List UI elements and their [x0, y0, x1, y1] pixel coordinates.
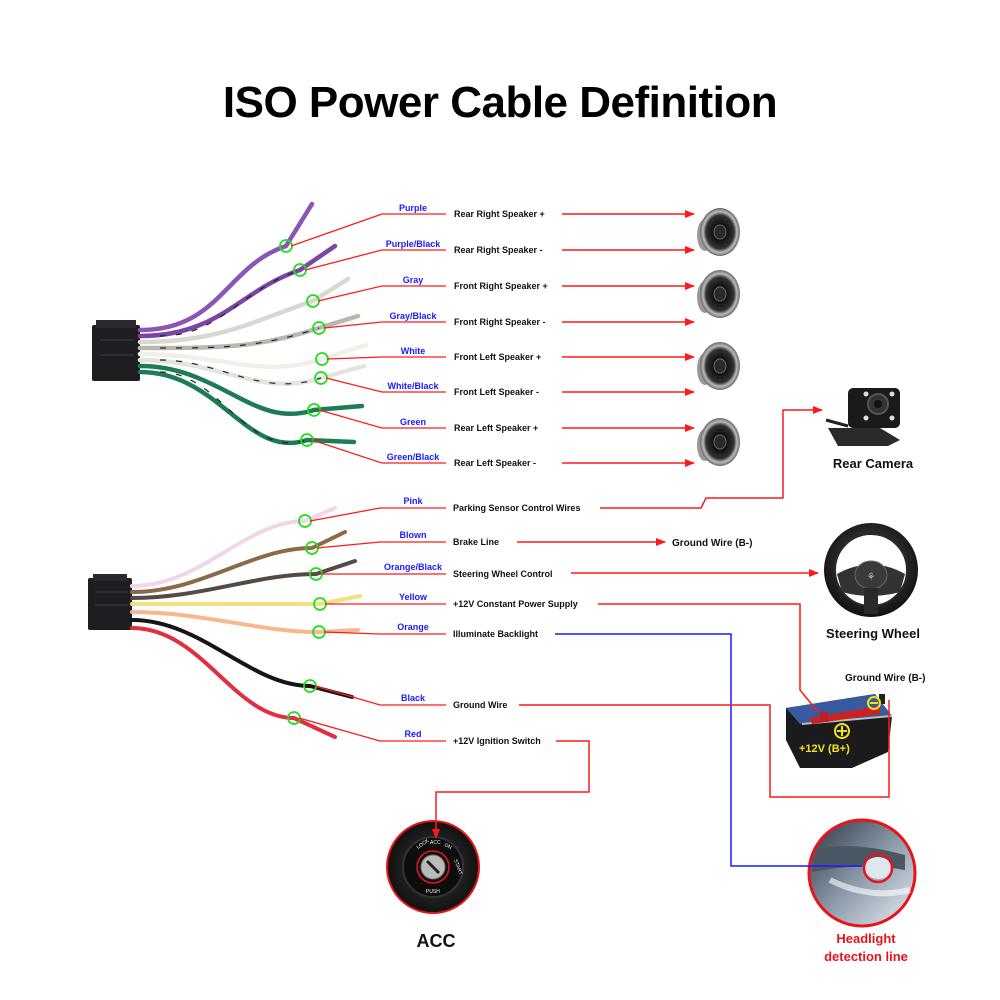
wire-function-label: +12V Constant Power Supply — [453, 599, 578, 609]
steering-wheel-icon: ⚘ — [824, 523, 918, 617]
parking-sensor-lead — [600, 406, 823, 509]
wire-function-label: Front Right Speaker - — [454, 317, 546, 327]
wire — [130, 618, 354, 699]
wire — [137, 363, 365, 417]
constant-power-lead — [598, 603, 819, 713]
wire-lead-line — [323, 321, 446, 329]
wire-color-label: Gray/Black — [389, 311, 437, 321]
wire-function-label: Rear Right Speaker + — [454, 209, 545, 219]
wire-function-label: Front Right Speaker + — [454, 281, 548, 291]
ignition-on-mark: ON — [443, 842, 453, 851]
wire-lead-line — [325, 377, 446, 393]
wire-function-label: Rear Left Speaker + — [454, 423, 538, 433]
wire-color-label: Blown — [400, 530, 427, 540]
wire-color-label: Gray — [403, 275, 424, 285]
wire-lead-line — [290, 213, 446, 247]
wire-color-label: Orange — [397, 622, 429, 632]
headlight-label-line2: detection line — [824, 949, 908, 964]
wire-lead-line — [304, 249, 446, 271]
brake-ground-label: Ground Wire (B-) — [672, 538, 752, 549]
wire — [130, 626, 337, 739]
speaker-icon — [697, 270, 740, 318]
wire-stripe — [159, 359, 322, 385]
wire-stripe — [159, 269, 301, 337]
wire-color-label: Orange/Black — [384, 562, 443, 572]
acc-label: ACC — [417, 931, 456, 951]
wire-color-label: Yellow — [399, 592, 428, 602]
wire — [137, 276, 351, 345]
wire-lead-line — [298, 717, 446, 742]
battery-positive-label: +12V (B+) — [799, 743, 850, 755]
speaker-icon — [697, 342, 740, 390]
page-title: ISO Power Cable Definition — [222, 78, 778, 127]
rear-camera-label: Rear Camera — [833, 456, 914, 471]
speaker-icon — [697, 208, 740, 256]
wire-function-label: Parking Sensor Control Wires — [453, 503, 580, 513]
backlight-lead — [555, 633, 862, 867]
routed-connections — [432, 406, 890, 867]
wire-lead-line — [317, 285, 446, 302]
wire-color-label: Purple/Black — [386, 239, 442, 249]
svg-text:⚘: ⚘ — [867, 572, 876, 583]
ignition-start-mark: START — [452, 859, 463, 876]
wire — [137, 243, 338, 339]
wire-color-label: Black — [401, 693, 426, 703]
ignition-lead — [432, 740, 590, 839]
wire — [130, 530, 347, 594]
battery-ground-label: Ground Wire (B-) — [845, 673, 925, 684]
power-connector — [88, 574, 132, 630]
wire-lead-line — [323, 631, 446, 635]
rear-camera-icon — [825, 388, 900, 446]
wire-color-label: Pink — [403, 496, 423, 506]
wire — [137, 201, 315, 333]
wire-function-label: Illuminate Backlight — [453, 629, 538, 639]
wire-color-label: Green/Black — [387, 452, 441, 462]
steering-wheel-label: Steering Wheel — [826, 626, 920, 641]
wire — [137, 369, 357, 446]
battery-icon — [786, 694, 893, 768]
speaker-connector — [92, 320, 140, 381]
wire-color-label: White/Black — [387, 381, 439, 391]
wire-function-label: +12V Ignition Switch — [453, 736, 541, 746]
wire-function-label: Front Left Speaker - — [454, 387, 539, 397]
wire-stripe — [159, 327, 320, 349]
wire-color-label: Red — [404, 729, 421, 739]
headlight-icon — [807, 818, 917, 928]
wire-function-label: Front Left Speaker + — [454, 352, 541, 362]
wire-lead-line — [311, 439, 446, 464]
wire-function-label: Brake Line — [453, 537, 499, 547]
wire-color-label: Purple — [399, 203, 427, 213]
ignition-switch-icon: LOCK ACC ON START PUSH — [386, 820, 480, 914]
wire-color-label: Green — [400, 417, 426, 427]
wire — [130, 506, 337, 588]
wire — [130, 610, 360, 635]
wire-lead-line — [318, 409, 446, 429]
speaker-icon — [697, 418, 740, 466]
wire-function-label: Ground Wire — [453, 700, 507, 710]
wire — [130, 594, 362, 607]
wire-lead-line — [314, 685, 446, 706]
wire-function-label: Steering Wheel Control — [453, 569, 553, 579]
headlight-label-line1: Headlight — [836, 931, 896, 946]
wire-stripe — [159, 371, 308, 444]
ignition-acc-mark: ACC — [430, 840, 441, 846]
wire-color-label: White — [401, 346, 426, 356]
ground-wire-lead — [519, 700, 890, 798]
wire — [137, 342, 369, 370]
wire — [130, 559, 357, 600]
ignition-push-mark: PUSH — [426, 889, 440, 895]
wire-function-label: Rear Left Speaker - — [454, 458, 536, 468]
wire-lead-line — [326, 356, 446, 360]
wire-lead-line — [316, 541, 446, 549]
wire-function-label: Rear Right Speaker - — [454, 245, 543, 255]
wire-lead-line — [309, 507, 446, 522]
